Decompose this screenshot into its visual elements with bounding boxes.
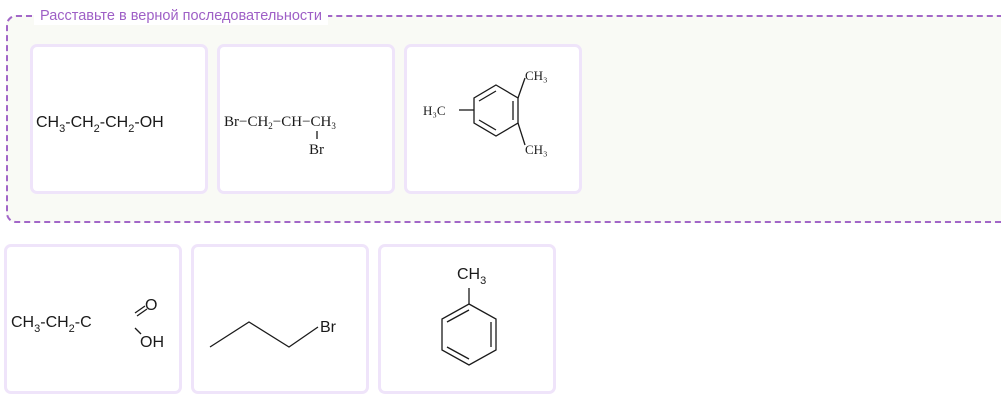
carbon-chain xyxy=(209,321,319,348)
svg-text:CH₃: CH₃ xyxy=(525,68,548,83)
svg-text:CH3: CH3 xyxy=(457,266,486,287)
svg-text:Br: Br xyxy=(320,319,337,336)
toluene-structure: CH3 xyxy=(441,266,497,366)
svg-text:OH: OH xyxy=(140,334,164,351)
svg-text:Br−CH2−CH−CH3: Br−CH2−CH−CH3 xyxy=(224,114,336,131)
pool-card-toluene[interactable]: CH3 xyxy=(378,244,556,394)
svg-text:Br: Br xyxy=(309,142,324,158)
svg-text:CH3-CH2-C: CH3-CH2-C xyxy=(11,314,92,335)
benzene-ring xyxy=(441,303,497,366)
pool-card-propanoic-acid[interactable]: CH3-CH2-C O OH xyxy=(4,244,182,394)
mesitylene-structure: CH₃ CH₃ H₃C xyxy=(423,68,548,157)
placed-card-propanol[interactable]: CH3-CH2-CH2-OH xyxy=(30,44,208,194)
propanoic-acid-structure: CH3-CH2-C O OH xyxy=(11,297,164,351)
svg-text:O: O xyxy=(145,297,157,314)
pool-card-bromopropane[interactable]: Br xyxy=(191,244,369,394)
placed-card-dibromopropane[interactable]: Br−CH2−CH−CH3 Br xyxy=(217,44,395,194)
svg-text:CH3-CH2-CH2-OH: CH3-CH2-CH2-OH xyxy=(36,114,164,135)
svg-text:CH₃: CH₃ xyxy=(525,142,548,157)
dibromopropane-structure: Br−CH2−CH−CH3 Br xyxy=(224,114,336,158)
drop-zone-instruction: Расставьте в верной последовательности xyxy=(34,7,328,25)
benzene-ring xyxy=(473,84,519,137)
propanol-structure: CH3-CH2-CH2-OH xyxy=(36,114,164,135)
placed-card-mesitylene[interactable]: CH₃ CH₃ H₃C xyxy=(404,44,582,194)
svg-text:H₃C: H₃C xyxy=(423,103,446,118)
bromopropane-structure: Br xyxy=(209,319,337,348)
